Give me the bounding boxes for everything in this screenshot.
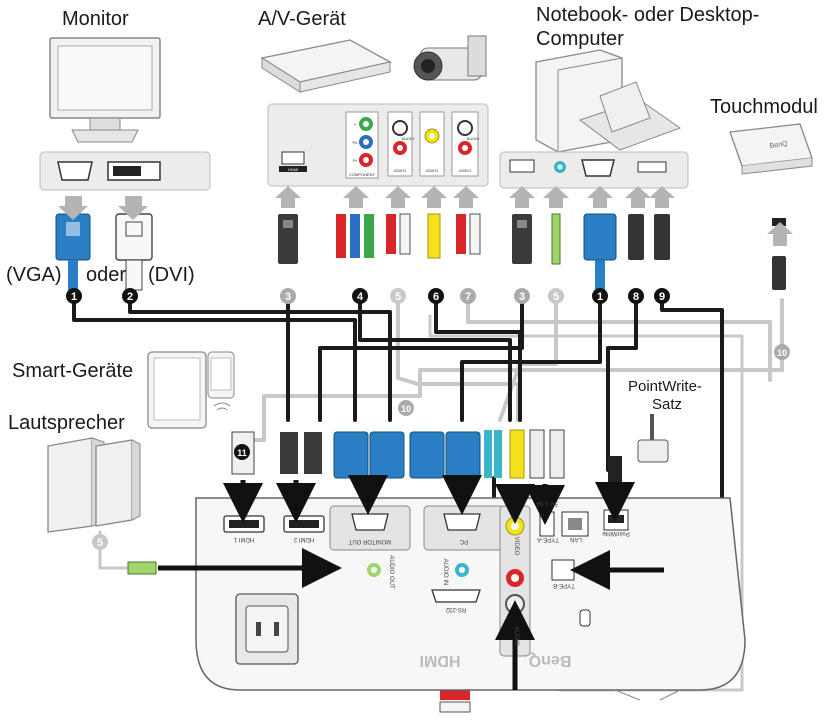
svg-text:1: 1 xyxy=(71,291,77,303)
label-dvi: (DVI) xyxy=(148,264,195,287)
badge-3-b: 3 xyxy=(514,288,530,304)
svg-text:4: 4 xyxy=(357,291,364,303)
svg-text:TYPE-A: TYPE-A xyxy=(537,536,559,542)
label-or: oder xyxy=(86,264,126,287)
svg-text:VIDEO: VIDEO xyxy=(394,168,406,173)
svg-text:BenQ: BenQ xyxy=(529,652,572,669)
svg-text:11: 11 xyxy=(237,448,247,458)
badge-9: 9 xyxy=(654,288,670,304)
badge-6: 6 xyxy=(428,288,444,304)
av-port-panel: HDMI xyxy=(268,104,488,186)
label-pointwrite-line1: PointWrite- xyxy=(628,378,702,395)
projector-rear xyxy=(196,498,745,700)
badge-4: 4 xyxy=(352,288,368,304)
svg-text:10: 10 xyxy=(777,348,787,358)
svg-text:COMPONENT: COMPONENT xyxy=(349,172,376,177)
svg-text:7: 7 xyxy=(465,291,471,303)
label-vga: (VGA) xyxy=(6,264,62,287)
badge-8: 8 xyxy=(628,288,644,304)
av-device xyxy=(262,36,486,92)
badge-5-c: 5 xyxy=(92,534,108,550)
svg-text:3: 3 xyxy=(285,291,291,303)
svg-text:1: 1 xyxy=(597,291,603,303)
label-touch-module: Touchmodul xyxy=(710,96,818,119)
badge-1-a: 1 xyxy=(66,288,82,304)
label-monitor: Monitor xyxy=(62,8,129,31)
touch-module-device: BenQ xyxy=(730,124,812,174)
av-panel-hdmi-label: HDMI xyxy=(288,167,298,172)
badge-1-b: 1 xyxy=(592,288,608,304)
svg-text:8: 8 xyxy=(633,291,639,303)
svg-text:3: 3 xyxy=(519,291,525,303)
svg-text:5: 5 xyxy=(97,537,103,549)
smart-devices xyxy=(148,352,234,428)
badge-10-a: 10 xyxy=(774,344,790,360)
svg-text:AUDIO: AUDIO xyxy=(402,136,415,141)
label-pointwrite-line2: Satz xyxy=(652,396,682,413)
svg-text:AUDIO OUT: AUDIO OUT xyxy=(388,555,394,589)
svg-text:Pr: Pr xyxy=(353,158,358,163)
svg-text:HDMI 2: HDMI 2 xyxy=(293,536,314,542)
svg-text:5: 5 xyxy=(553,291,559,303)
badge-5-b: 5 xyxy=(548,288,564,304)
svg-text:MONITOR OUT: MONITOR OUT xyxy=(348,538,391,544)
badge-10-b: 10 xyxy=(398,400,414,416)
badge-2: 2 xyxy=(122,288,138,304)
svg-text:10: 10 xyxy=(401,404,411,414)
svg-text:5: 5 xyxy=(395,291,401,303)
svg-text:Y: Y xyxy=(354,122,357,127)
badge-3-a: 3 xyxy=(280,288,296,304)
svg-text:HDMI 1: HDMI 1 xyxy=(233,536,254,542)
svg-text:VIDEO: VIDEO xyxy=(513,537,519,556)
svg-text:HDMI: HDMI xyxy=(420,652,461,669)
badge-11: 11 xyxy=(234,444,250,460)
badge-5-a: 5 xyxy=(390,288,406,304)
svg-text:Pb: Pb xyxy=(353,140,359,145)
svg-text:6: 6 xyxy=(433,291,439,303)
svg-text:9: 9 xyxy=(659,291,665,303)
label-speakers: Lautsprecher xyxy=(8,412,125,435)
badge-7: 7 xyxy=(460,288,476,304)
monitor-port-panel xyxy=(40,152,210,190)
svg-text:AUDIO IN: AUDIO IN xyxy=(442,559,448,586)
computer-device xyxy=(536,50,680,152)
svg-text:2: 2 xyxy=(127,291,133,303)
label-notebook-line2: Computer xyxy=(536,28,624,51)
connection-arrows-gray xyxy=(58,186,793,246)
label-av-device: A/V-Gerät xyxy=(258,8,346,31)
svg-text:PC: PC xyxy=(459,538,468,544)
svg-text:LAN: LAN xyxy=(570,536,582,542)
svg-text:PointWrite: PointWrite xyxy=(602,530,630,536)
computer-port-panel xyxy=(500,152,688,188)
label-notebook-line1: Notebook- oder Desktop- xyxy=(536,4,759,27)
svg-text:AUDIO: AUDIO xyxy=(513,626,519,645)
speakers xyxy=(48,438,140,532)
svg-text:VIDEO: VIDEO xyxy=(426,168,438,173)
svg-text:VIDEO: VIDEO xyxy=(459,168,471,173)
svg-text:TYPE-B: TYPE-B xyxy=(553,582,575,588)
svg-text:AUDIO: AUDIO xyxy=(467,136,480,141)
svg-text:5V 1.5A: 5V 1.5A xyxy=(536,500,557,506)
monitor-device xyxy=(50,38,160,142)
label-smart-devices: Smart-Geräte xyxy=(12,360,133,383)
svg-text:RS-232: RS-232 xyxy=(445,606,466,612)
